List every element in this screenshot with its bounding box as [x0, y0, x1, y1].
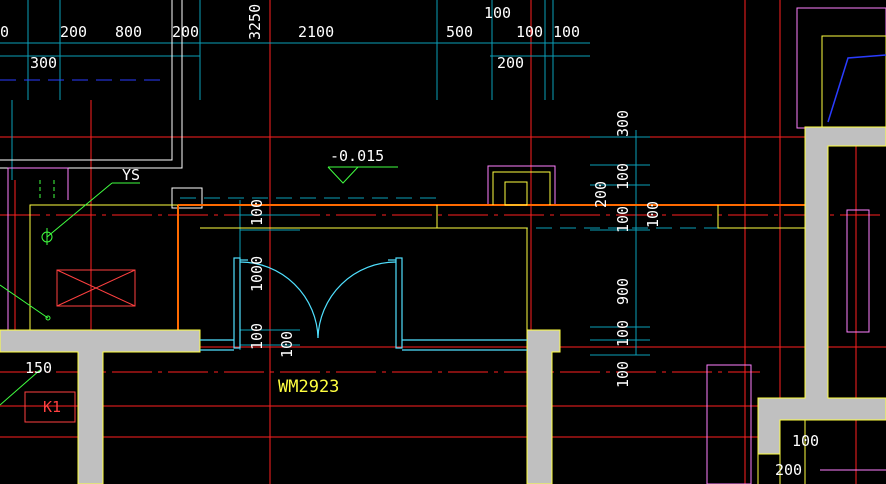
blue-stair-line	[827, 54, 886, 123]
dim-500: 500	[446, 23, 473, 41]
leader-lines	[0, 180, 140, 406]
rdim-300: 300	[614, 110, 632, 137]
equipment-box	[56, 269, 136, 307]
beam-lines	[177, 204, 805, 330]
dim-100-a: 100	[516, 23, 543, 41]
dim-3250: 3250	[246, 4, 264, 40]
k1-marker	[24, 391, 76, 423]
dim-800: 800	[115, 23, 142, 41]
elevation-label: -0.015	[330, 147, 384, 165]
vdim-100-b: 100	[248, 323, 266, 350]
dim-150-label: 150	[25, 359, 52, 377]
rdim-900: 900	[614, 278, 632, 305]
dim-0: 0	[0, 23, 9, 41]
wall-lines	[29, 35, 886, 484]
elevation-marker	[327, 166, 398, 184]
dim-200-c: 200	[497, 54, 524, 72]
dim-100-top: 100	[484, 4, 511, 22]
rdim-100-a: 100	[614, 163, 632, 190]
dim-200-bottom-right: 200	[775, 461, 802, 479]
dim-100-bottom-right: 100	[792, 432, 819, 450]
dimension-lines	[0, 0, 720, 356]
vdim-100-a: 100	[248, 199, 266, 226]
structural-walls	[0, 126, 886, 484]
rdim-100-d: 100	[614, 320, 632, 347]
dim-100-b: 100	[553, 23, 580, 41]
dim-300: 300	[30, 54, 57, 72]
pink-outlines	[7, 7, 886, 484]
rdim-100-b: 100	[614, 206, 632, 233]
rdim-100-f: 100	[614, 361, 632, 388]
rdim-200: 200	[592, 181, 610, 208]
door-tag-label: WM2923	[278, 377, 339, 397]
dim-200-b: 200	[172, 23, 199, 41]
ys-label: YS	[122, 166, 140, 184]
dim-2100: 2100	[298, 23, 334, 41]
vdim-1000: 1000	[248, 256, 266, 292]
rdim-100-c: 100	[644, 201, 662, 228]
dim-200-a: 200	[60, 23, 87, 41]
vdim-100-c: 100	[278, 331, 296, 358]
double-door	[200, 257, 527, 351]
k1-label: K1	[43, 398, 61, 416]
